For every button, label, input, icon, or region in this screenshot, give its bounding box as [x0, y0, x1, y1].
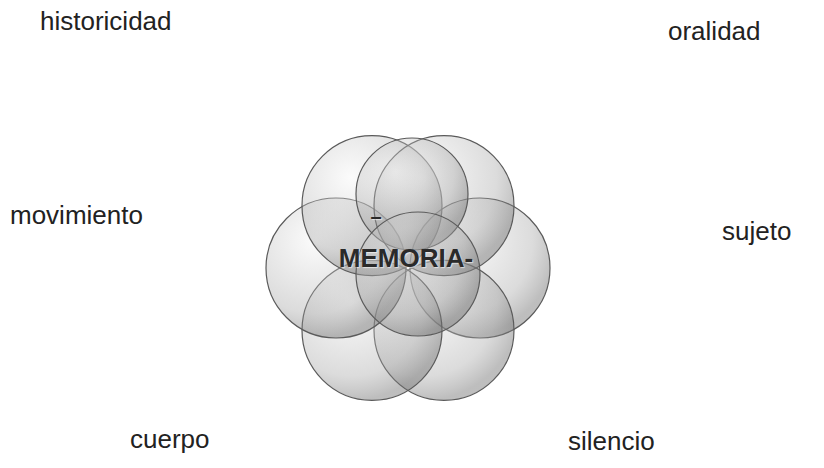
memory-sphere-cluster: – MEMORIA-: [240, 112, 576, 424]
concept-label: oralidad: [668, 16, 761, 46]
concept-label: movimiento: [10, 200, 143, 230]
concept-label: silencio: [568, 426, 655, 456]
concept-label: historicidad: [40, 6, 172, 36]
center-word: MEMORIA-: [339, 243, 473, 274]
concept-label: cuerpo: [130, 424, 210, 454]
concept-label: sujeto: [722, 216, 791, 246]
dash-mark: –: [370, 205, 381, 228]
sphere: [356, 212, 480, 336]
